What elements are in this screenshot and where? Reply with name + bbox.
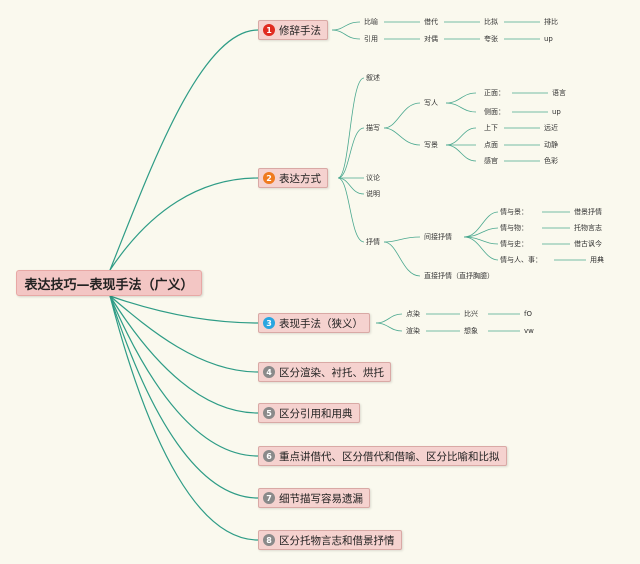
link-root-b3: [109, 295, 259, 324]
leaf-portrait[interactable]: 写人: [424, 99, 438, 107]
leaf-xuanran[interactable]: 渲染: [406, 327, 420, 335]
leaf-vw[interactable]: vw: [524, 327, 534, 335]
leaf-up-1[interactable]: up: [544, 35, 553, 43]
number-badge-4: 4: [263, 366, 275, 378]
branch-4[interactable]: 4 区分渲染、衬托、烘托: [258, 362, 391, 382]
number-badge-5: 5: [263, 407, 275, 419]
leaf-personification[interactable]: 比拟: [484, 18, 498, 26]
leaf-object-aspiration[interactable]: 托物言志: [574, 224, 602, 232]
leaf-lyric[interactable]: 抒情: [366, 238, 380, 246]
leaf-direct-lyric[interactable]: 直接抒情（直抒胸臆）: [424, 272, 494, 280]
link-root-b2: [109, 177, 259, 271]
leaf-side[interactable]: 侧面：: [484, 108, 505, 116]
leaf-indirect-lyric[interactable]: 间接抒情: [424, 233, 452, 241]
branch-7[interactable]: 7 细节描写容易遗漏: [258, 488, 370, 508]
branch-5[interactable]: 5 区分引用和用典: [258, 403, 360, 423]
leaf-quotation[interactable]: 引用: [364, 35, 378, 43]
branch-label: 细节描写容易遗漏: [279, 492, 363, 505]
leaf-argument[interactable]: 议论: [366, 174, 380, 182]
root-node[interactable]: 表达技巧—表现手法（广义）: [16, 270, 202, 296]
number-badge-8: 8: [263, 534, 275, 546]
leaf-updown[interactable]: 上下: [484, 124, 498, 132]
branch-rhetoric[interactable]: 1 修辞手法: [258, 20, 328, 40]
link-root-b7: [109, 295, 259, 499]
leaf-metaphor[interactable]: 比喻: [364, 18, 378, 26]
number-badge-1: 1: [263, 24, 275, 36]
leaf-parallelism[interactable]: 排比: [544, 18, 558, 26]
leaf-front[interactable]: 正面：: [484, 89, 505, 97]
leaf-scene-lyric[interactable]: 借景抒情: [574, 208, 602, 216]
branch-narrow-technique[interactable]: 3 表现手法（狭义）: [258, 313, 370, 333]
leaf-antithesis[interactable]: 对偶: [424, 35, 438, 43]
leaf-imagination[interactable]: 想象: [464, 327, 478, 335]
leaf-pointarea[interactable]: 点面: [484, 141, 498, 149]
branch-label: 区分引用和用典: [279, 407, 353, 420]
leaf-motionstill[interactable]: 动静: [544, 141, 558, 149]
branch-label: 表现手法（狭义）: [279, 317, 363, 330]
leaf-bixing[interactable]: 比兴: [464, 310, 478, 318]
leaf-language[interactable]: 语言: [552, 89, 566, 97]
branch-6[interactable]: 6 重点讲借代、区分借代和借喻、区分比喻和比拟: [258, 446, 507, 466]
leaf-description[interactable]: 描写: [366, 124, 380, 132]
leaf-feeling-scene[interactable]: 情与景：: [500, 208, 528, 216]
leaf-color[interactable]: 色彩: [544, 157, 558, 165]
leaf-narration[interactable]: 叙述: [366, 74, 380, 82]
link-root-b6: [109, 295, 259, 457]
leaf-hyperbole[interactable]: 夸张: [484, 35, 498, 43]
leaf-feeling-history[interactable]: 情与史：: [500, 240, 528, 248]
leaf-farnear[interactable]: 远近: [544, 124, 558, 132]
branch-label: 修辞手法: [279, 24, 321, 37]
branch-label: 表达方式: [279, 172, 321, 185]
leaf-history-satire[interactable]: 借古讽今: [574, 240, 602, 248]
branch-label: 区分渲染、衬托、烘托: [279, 366, 384, 379]
link-root-b1: [109, 29, 259, 271]
link-root-b8: [109, 295, 259, 541]
branch-expression[interactable]: 2 表达方式: [258, 168, 328, 188]
number-badge-7: 7: [263, 492, 275, 504]
leaf-allusion[interactable]: 用典: [590, 256, 604, 264]
leaf-feeling-people[interactable]: 情与人、事：: [500, 256, 542, 264]
leaf-senses[interactable]: 感官: [484, 157, 498, 165]
branch-label: 重点讲借代、区分借代和借喻、区分比喻和比拟: [279, 450, 500, 463]
leaf-exposition[interactable]: 说明: [366, 190, 380, 198]
leaf-metonymy[interactable]: 借代: [424, 18, 438, 26]
leaf-fo[interactable]: fO: [524, 310, 532, 318]
number-badge-3: 3: [263, 317, 275, 329]
number-badge-2: 2: [263, 172, 275, 184]
leaf-scenery[interactable]: 写景: [424, 141, 438, 149]
number-badge-6: 6: [263, 450, 275, 462]
branch-8[interactable]: 8 区分托物言志和借景抒情: [258, 530, 402, 550]
leaf-feeling-object[interactable]: 情与物：: [500, 224, 528, 232]
link-root-b5: [109, 295, 259, 414]
leaf-dianran[interactable]: 点染: [406, 310, 420, 318]
leaf-up-2[interactable]: up: [552, 108, 561, 116]
branch-label: 区分托物言志和借景抒情: [279, 534, 395, 547]
link-root-b4: [109, 295, 259, 373]
